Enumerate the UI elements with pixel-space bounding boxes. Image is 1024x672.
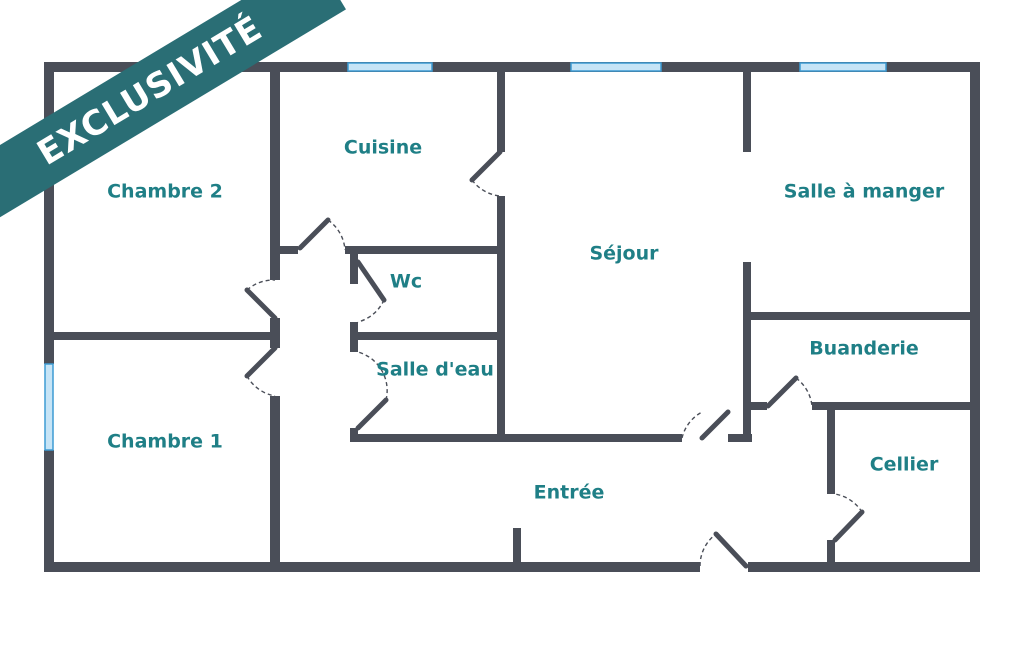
door-chambre-1 — [244, 345, 278, 397]
room-label-sejour: Séjour — [589, 242, 659, 265]
window-chambre-1 — [44, 363, 54, 451]
door-sejour-entree — [681, 409, 731, 441]
window-sejour — [570, 62, 662, 72]
room-label-salle-a-manger: Salle à manger — [783, 180, 945, 203]
room-label-salle-d-eau: Salle d'eau — [376, 358, 494, 381]
room-label-wc: Wc — [389, 270, 423, 293]
door-cuisine-sejour — [469, 149, 503, 197]
room-label-cuisine: Cuisine — [343, 136, 423, 159]
room-label-chambre-1: Chambre 1 — [107, 430, 223, 453]
room-label-entree: Entrée — [533, 481, 605, 504]
interior-walls — [54, 72, 970, 566]
door-entree-main — [699, 531, 749, 569]
window-salle-a-manger — [799, 62, 887, 72]
windows — [44, 62, 887, 451]
door-wc — [355, 259, 387, 323]
room-label-buanderie: Buanderie — [809, 337, 919, 360]
window-cuisine — [347, 62, 433, 72]
door-buanderie — [765, 375, 813, 409]
doors — [244, 149, 865, 569]
exterior-walls — [44, 62, 980, 572]
room-label-chambre-2: Chambre 2 — [107, 180, 223, 203]
door-cellier — [832, 493, 865, 543]
room-label-cellier: Cellier — [869, 453, 939, 476]
door-cuisine-hall — [297, 217, 346, 251]
door-salle-d-eau — [355, 351, 389, 431]
door-chambre-2 — [244, 279, 278, 321]
